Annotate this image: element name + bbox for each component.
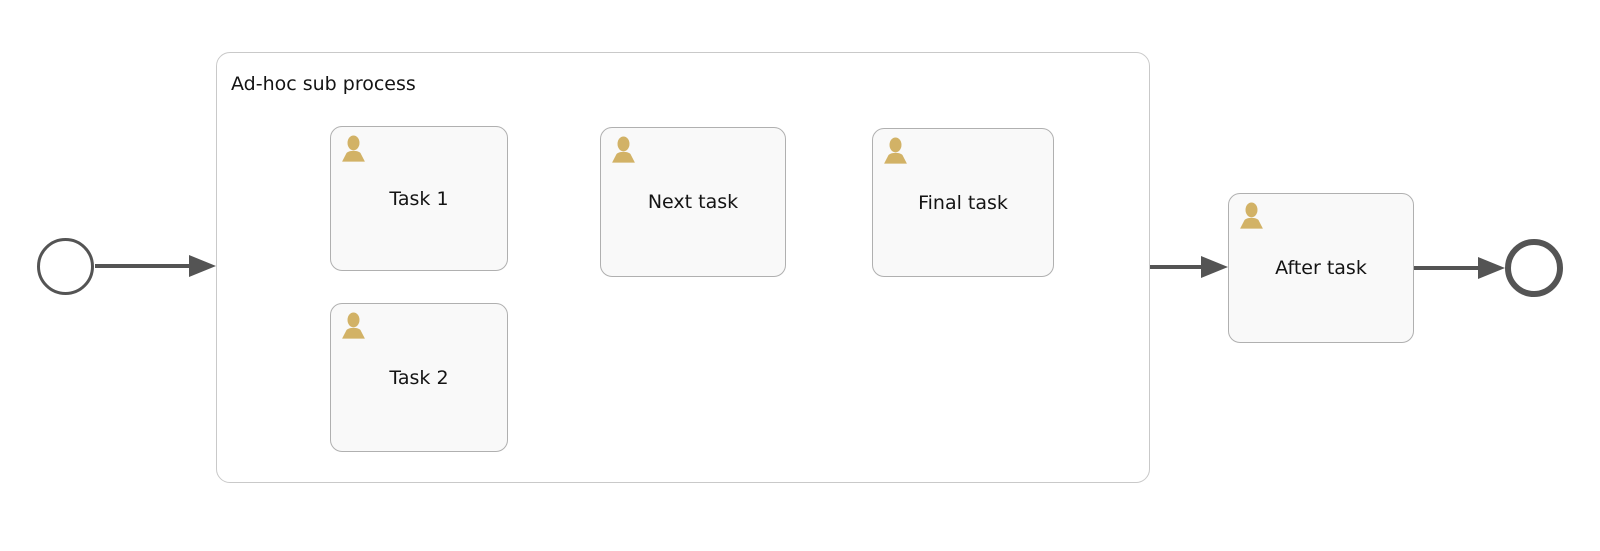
user-icon — [1237, 201, 1266, 231]
flow-start-to-subprocess[interactable] — [95, 255, 216, 277]
task-node-task2[interactable]: Task 2 — [330, 303, 508, 452]
task-label: Final task — [918, 191, 1008, 214]
user-icon — [881, 136, 910, 166]
user-icon — [339, 134, 368, 164]
flow-subprocess-to-after-task[interactable] — [1150, 256, 1228, 278]
user-icon — [339, 311, 368, 341]
subprocess-title: Ad-hoc sub process — [231, 73, 416, 95]
task-node-final-task[interactable]: Final task — [872, 128, 1054, 277]
task-node-next-task[interactable]: Next task — [600, 127, 786, 277]
flow-after-task-to-end[interactable] — [1414, 257, 1505, 279]
task-label: Next task — [647, 191, 739, 213]
task-node-task1[interactable]: Task 1 — [330, 126, 508, 271]
end-event[interactable] — [1505, 239, 1563, 297]
user-icon — [609, 135, 638, 165]
task-label: After task — [1275, 257, 1367, 279]
task-node-after-task[interactable]: After task — [1228, 193, 1414, 343]
task-label: Task 1 — [389, 187, 449, 210]
start-event[interactable] — [37, 238, 94, 295]
task-label: Task 2 — [389, 366, 449, 389]
